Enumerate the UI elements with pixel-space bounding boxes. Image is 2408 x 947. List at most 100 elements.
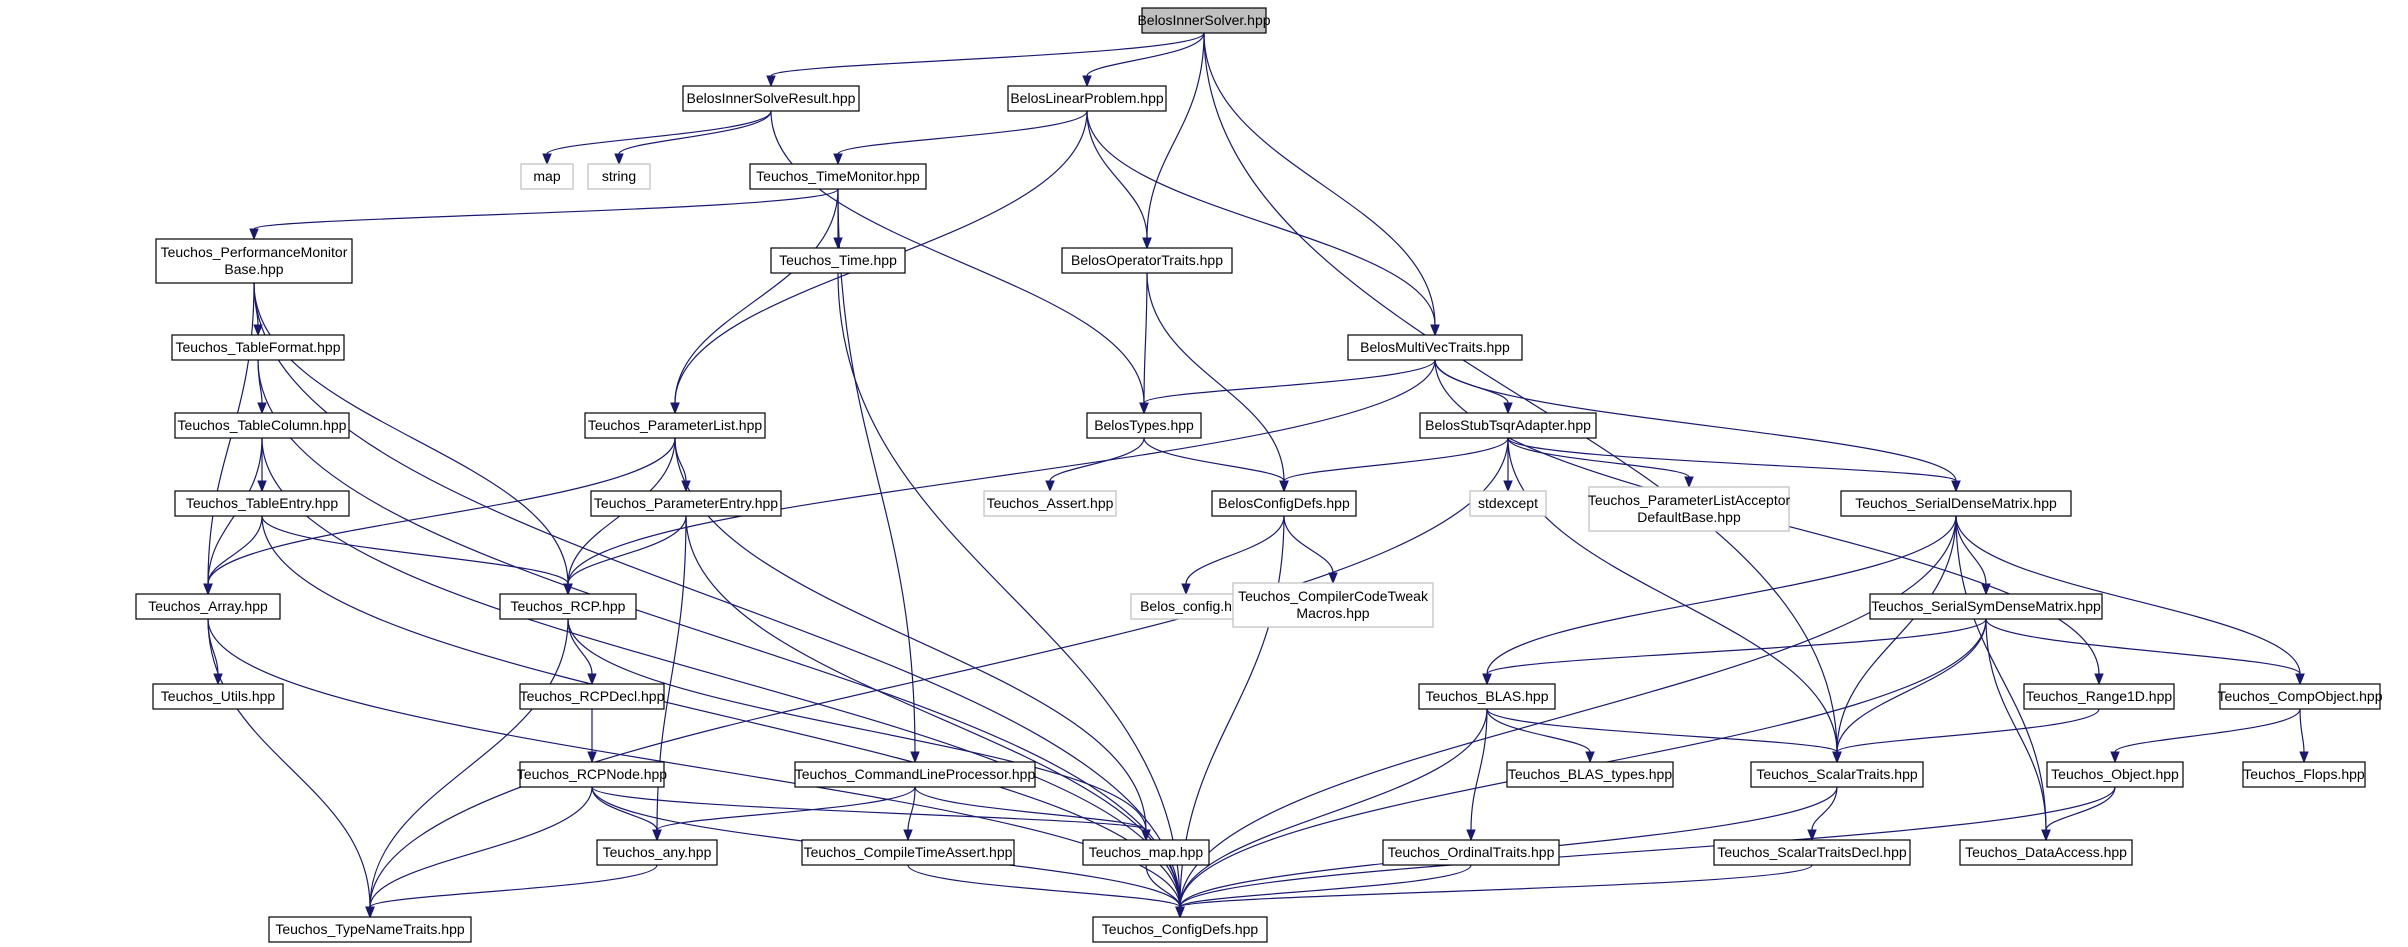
node-teuchos-timemonitor[interactable]: Teuchos_TimeMonitor.hpp	[749, 163, 927, 190]
edge-n29-to-n45	[1179, 708, 1488, 908]
node-label: Teuchos_TableFormat.hpp	[176, 339, 341, 355]
node-teuchos-ordinaltraits[interactable]: Teuchos_OrdinalTraits.hpp	[1382, 839, 1560, 866]
edge-n8-to-n18	[1146, 272, 1285, 482]
node-teuchos-utils[interactable]: Teuchos_Utils.hpp	[152, 683, 284, 710]
edge-n18-to-n25	[1283, 515, 1334, 574]
node-teuchos-object[interactable]: Teuchos_Object.hpp	[2046, 761, 2184, 788]
edge-n5-to-n12	[674, 188, 839, 404]
edge-n0-to-n10	[1203, 32, 1436, 326]
node-belosmultivectraits[interactable]: BelosMultiVecTraits.hpp	[1347, 334, 1523, 361]
node-teuchos-range1d[interactable]: Teuchos_Range1D.hpp	[2023, 683, 2175, 710]
node-box	[1419, 412, 1597, 439]
node-teuchos-parameterlistacceptordefaultbase[interactable]: Teuchos_ParameterListAcceptorDefaultBase…	[1588, 486, 1791, 532]
node-box	[1141, 7, 1267, 34]
node-string[interactable]: string	[587, 163, 651, 190]
node-teuchos-parameterentry[interactable]: Teuchos_ParameterEntry.hpp	[590, 490, 782, 517]
edge-n13-to-n17	[1049, 437, 1145, 482]
node-belosconfigdefs[interactable]: BelosConfigDefs.hpp	[1211, 490, 1357, 517]
edge-n31-to-n37	[2299, 708, 2305, 753]
node-teuchos-time[interactable]: Teuchos_Time.hpp	[770, 247, 906, 274]
node-teuchos-scalartraitsdecl[interactable]: Teuchos_ScalarTraitsDecl.hpp	[1713, 839, 1911, 866]
node-label: BelosTypes.hpp	[1094, 417, 1194, 433]
edge-n2-to-n10	[1086, 110, 1436, 326]
arrowhead-n5-to-n6	[249, 228, 259, 241]
node-label: Teuchos_CompObject.hpp	[2218, 688, 2383, 704]
node-belosinnersolver[interactable]: BelosInnerSolver.hpp	[1137, 7, 1271, 34]
node-belostypes[interactable]: BelosTypes.hpp	[1086, 412, 1202, 439]
node-label: BelosInnerSolveResult.hpp	[687, 90, 856, 106]
edge-n0-to-n35	[1203, 32, 1838, 753]
node-teuchos-flops[interactable]: Teuchos_Flops.hpp	[2242, 761, 2366, 788]
node-teuchos-tableformat[interactable]: Teuchos_TableFormat.hpp	[171, 334, 345, 361]
node-label: Base.hpp	[224, 261, 283, 277]
node-teuchos-typenametraits[interactable]: Teuchos_TypeNameTraits.hpp	[268, 916, 472, 943]
node-belos-config[interactable]: Belos_config.h	[1130, 593, 1242, 620]
arrowhead-n2-to-n8	[1142, 237, 1152, 250]
node-belosoperatortraits[interactable]: BelosOperatorTraits.hpp	[1061, 247, 1233, 274]
arrowhead-n18-to-n25	[1328, 572, 1338, 585]
node-box	[682, 85, 860, 112]
node-teuchos-compiletimeassert[interactable]: Teuchos_CompileTimeAssert.hpp	[801, 839, 1015, 866]
edge-n21-to-n35	[1836, 515, 1957, 753]
node-box	[1713, 839, 1911, 866]
node-teuchos-assert[interactable]: Teuchos_Assert.hpp	[983, 490, 1117, 517]
node-belosstubtsqradapter[interactable]: BelosStubTsqrAdapter.hpp	[1419, 412, 1597, 439]
node-teuchos-serialdensematrix[interactable]: Teuchos_SerialDenseMatrix.hpp	[1840, 490, 2072, 517]
node-belosinnersolveresult[interactable]: BelosInnerSolveResult.hpp	[682, 85, 860, 112]
edge-n26-to-n29	[1486, 618, 1987, 675]
node-teuchos-tableentry[interactable]: Teuchos_TableEntry.hpp	[174, 490, 350, 517]
node-teuchos-configdefs[interactable]: Teuchos_ConfigDefs.hpp	[1092, 916, 1268, 943]
node-label: Teuchos_CommandLineProcessor.hpp	[795, 766, 1036, 782]
node-teuchos-rcpdecl[interactable]: Teuchos_RCPDecl.hpp	[519, 683, 665, 710]
node-label: Teuchos_ParameterList.hpp	[588, 417, 763, 433]
node-label: DefaultBase.hpp	[1637, 509, 1741, 525]
node-box	[587, 163, 651, 190]
edge-n10-to-n23	[567, 359, 1436, 585]
node-teuchos-blas[interactable]: Teuchos_BLAS.hpp	[1418, 683, 1556, 710]
node-stdexcept[interactable]: stdexcept	[1469, 490, 1547, 517]
node-label: Teuchos_CompilerCodeTweak	[1238, 588, 1429, 604]
node-teuchos-parameterlist[interactable]: Teuchos_ParameterList.hpp	[584, 412, 766, 439]
edge-n32-to-n44	[369, 786, 593, 908]
edge-n14-to-n21	[1507, 437, 1957, 482]
node-box	[1007, 85, 1167, 112]
nodes-layer: BelosInnerSolver.hppBelosInnerSolveResul…	[135, 7, 2383, 943]
edge-n16-to-n23	[567, 515, 687, 585]
node-beloslinearproblem[interactable]: BelosLinearProblem.hpp	[1007, 85, 1167, 112]
node-teuchos-commandlineprocessor[interactable]: Teuchos_CommandLineProcessor.hpp	[794, 761, 1036, 788]
edge-n30-to-n35	[1836, 708, 2100, 753]
node-teuchos-array[interactable]: Teuchos_Array.hpp	[135, 593, 281, 620]
arrowhead-n33-to-n38	[652, 829, 662, 842]
arrowhead-n14-to-n21	[1951, 480, 1961, 493]
edge-n12-to-n16	[674, 437, 687, 482]
node-teuchos-any[interactable]: Teuchos_any.hpp	[596, 839, 718, 866]
node-label: Belos_config.h	[1140, 598, 1232, 614]
node-teuchos-serialsymdensematrix[interactable]: Teuchos_SerialSymDenseMatrix.hpp	[1869, 593, 2103, 620]
node-teuchos-dataaccess[interactable]: Teuchos_DataAccess.hpp	[1959, 839, 2133, 866]
edge-n1-to-n13	[770, 110, 1145, 404]
node-box	[135, 593, 281, 620]
node-teuchos-blas-types[interactable]: Teuchos_BLAS_types.hpp	[1506, 761, 1674, 788]
node-teuchos-rcp[interactable]: Teuchos_RCP.hpp	[499, 593, 637, 620]
node-teuchos-scalartraits[interactable]: Teuchos_ScalarTraits.hpp	[1750, 761, 1924, 788]
node-teuchos-rcpnode[interactable]: Teuchos_RCPNode.hpp	[517, 761, 667, 788]
node-teuchos-map[interactable]: Teuchos_map.hpp	[1082, 839, 1210, 866]
node-label: Teuchos_Utils.hpp	[161, 688, 276, 704]
edge-n29-to-n34	[1486, 708, 1591, 753]
node-label: Teuchos_TimeMonitor.hpp	[756, 168, 920, 184]
node-teuchos-tablecolumn[interactable]: Teuchos_TableColumn.hpp	[174, 412, 350, 439]
node-label: Teuchos_OrdinalTraits.hpp	[1388, 844, 1555, 860]
node-teuchos-compobject[interactable]: Teuchos_CompObject.hpp	[2218, 683, 2383, 710]
node-map[interactable]: map	[520, 163, 574, 190]
node-label: BelosConfigDefs.hpp	[1218, 495, 1350, 511]
node-box	[519, 683, 665, 710]
node-box	[1418, 683, 1556, 710]
edge-n21-to-n45	[1179, 515, 1957, 908]
arrowhead-n42-to-n45	[1175, 906, 1185, 919]
edge-n23-to-n40	[567, 618, 1147, 831]
arrowhead-n15-to-n22	[203, 583, 213, 596]
node-label: string	[602, 168, 636, 184]
edge-n21-to-n43	[1955, 515, 2047, 831]
